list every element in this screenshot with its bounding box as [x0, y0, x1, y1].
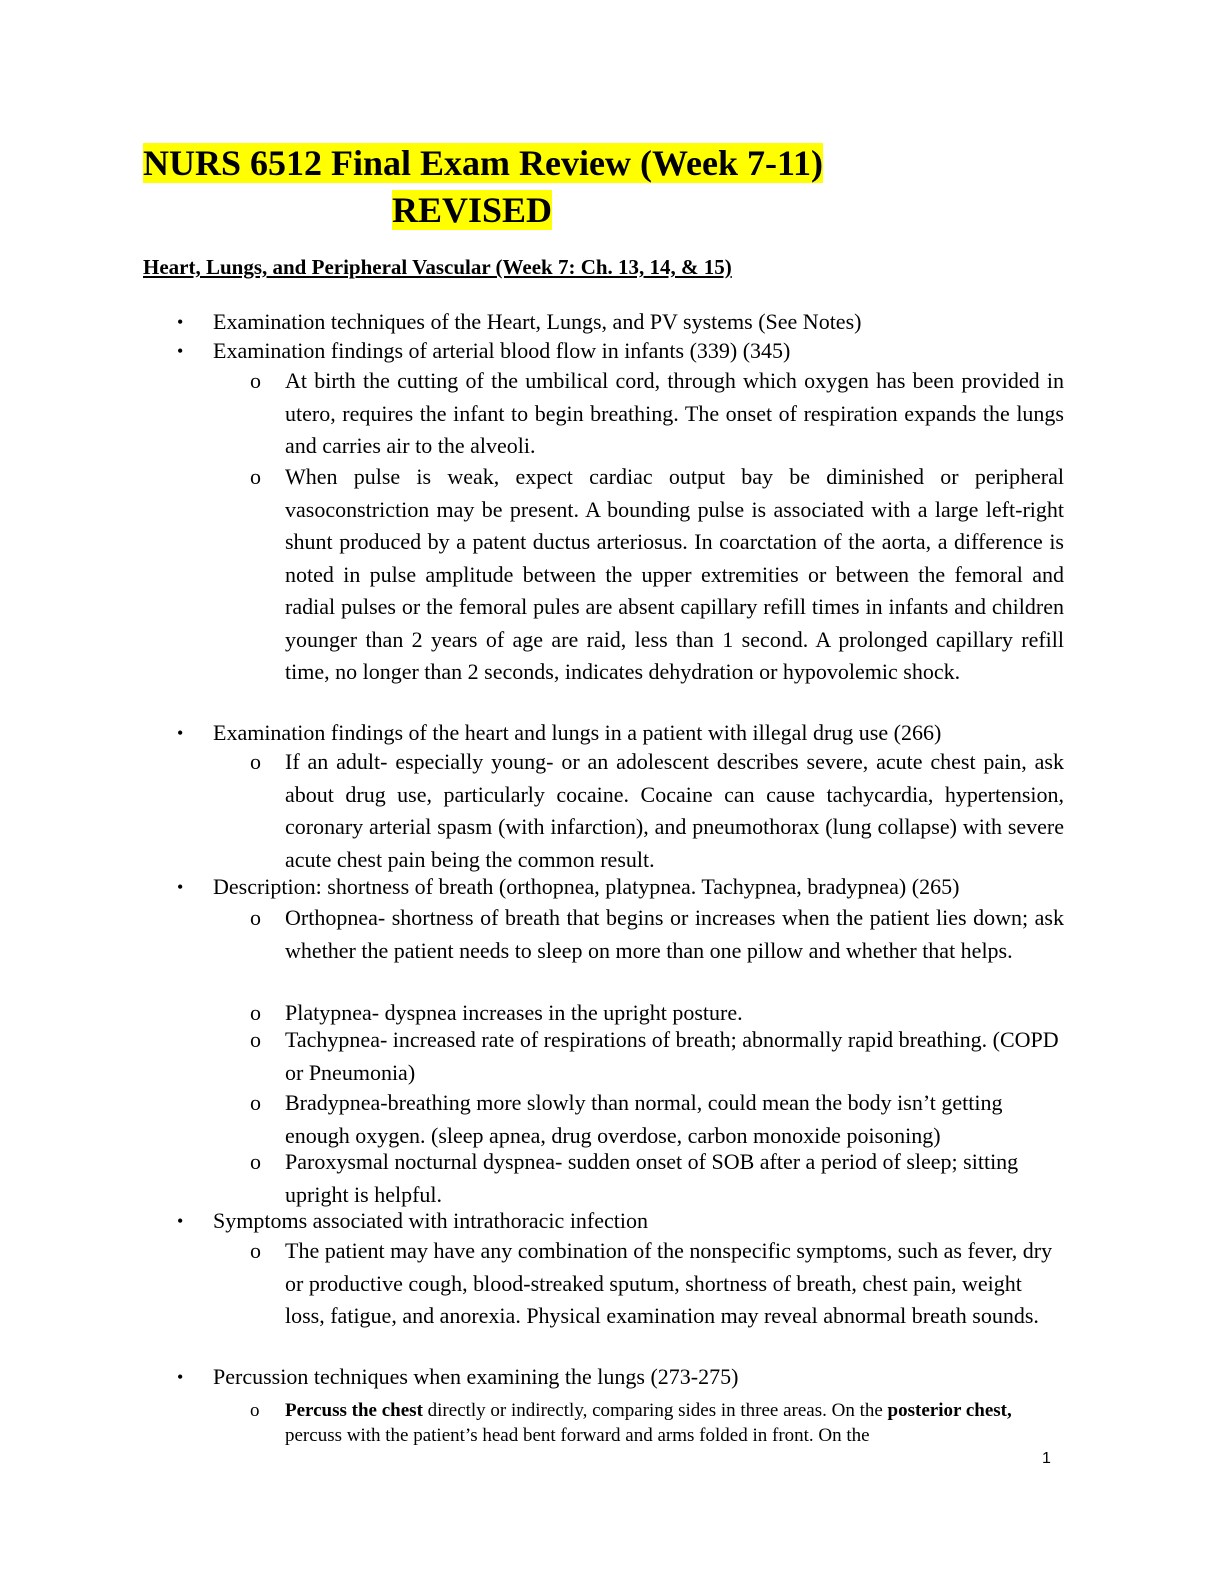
sub-mark: o [250, 1238, 261, 1263]
sub-text: If an adult- especially young- or an ado… [285, 749, 1064, 872]
sub-mark: o [250, 1090, 261, 1115]
bullet-text: Examination findings of arterial blood f… [213, 338, 791, 363]
title-line-2: REVISED [392, 190, 553, 230]
bullet-text: Symptoms associated with intrathoracic i… [213, 1208, 649, 1233]
sub-mark: o [250, 1027, 261, 1052]
bullet-mark: • [177, 877, 184, 897]
bullet-mark: • [177, 1367, 184, 1387]
sub-text: Paroxysmal nocturnal dyspnea- sudden ons… [285, 1149, 1019, 1207]
bullet-mark: • [177, 1211, 184, 1231]
bullet-text: Examination findings of the heart and lu… [213, 720, 942, 745]
sub-mark: o [250, 464, 261, 489]
sub-text: Platypnea- dyspnea increases in the upri… [285, 1000, 743, 1025]
bullet-text: Examination techniques of the Heart, Lun… [213, 309, 862, 334]
sub-text: Orthopnea- shortness of breath that begi… [285, 905, 1064, 963]
page-number: 1 [1042, 1450, 1051, 1467]
sub-text: Bradypnea-breathing more slowly than nor… [285, 1090, 1003, 1148]
bullet-text: Description: shortness of breath (orthop… [213, 874, 960, 899]
sub-text: At birth the cutting of the umbilical co… [285, 368, 1064, 458]
bold-phrase: posterior chest, [887, 1400, 1012, 1421]
sub-text: Percuss the chest directly or indirectly… [285, 1398, 1064, 1448]
sub-mark: o [250, 368, 261, 393]
text-run: percuss with the patient’s head bent for… [285, 1425, 870, 1446]
sub-mark: o [250, 1149, 261, 1174]
sub-mark: o [250, 749, 261, 774]
bullet-mark: • [177, 341, 184, 361]
sub-text: Tachypnea- increased rate of respiration… [285, 1027, 1059, 1085]
sub-mark: o [250, 1400, 260, 1421]
sub-text: The patient may have any combination of … [285, 1238, 1053, 1328]
text-run: directly or indirectly, comparing sides … [422, 1400, 888, 1421]
sub-mark: o [250, 905, 261, 930]
bullet-mark: • [177, 723, 184, 743]
title-line-1: NURS 6512 Final Exam Review (Week 7-11) [143, 143, 823, 183]
sub-text: When pulse is weak, expect cardiac outpu… [285, 464, 1064, 684]
section-heading: Heart, Lungs, and Peripheral Vascular (W… [143, 255, 732, 279]
bullet-text: Percussion techniques when examining the… [213, 1364, 739, 1389]
bold-phrase: Percuss the chest [285, 1400, 423, 1421]
bullet-mark: • [177, 312, 184, 332]
sub-mark: o [250, 1000, 261, 1025]
